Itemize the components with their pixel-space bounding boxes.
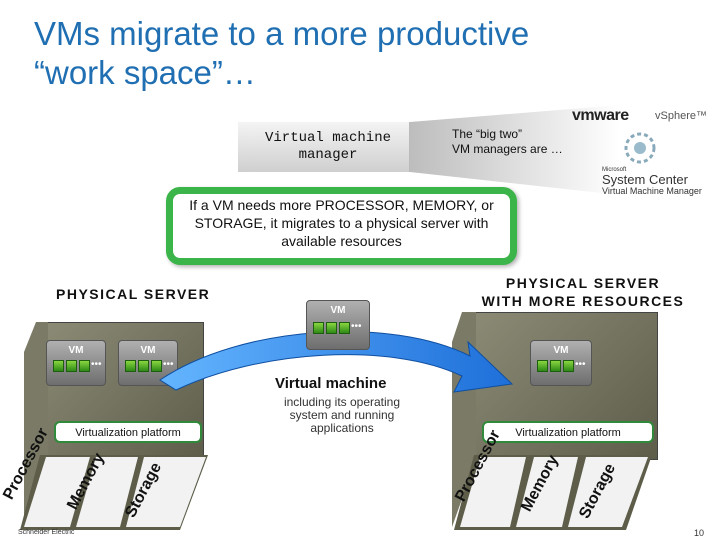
- migration-text: If a VM needs more PROCESSOR, MEMORY, or…: [189, 197, 494, 249]
- title-line-1: VMs migrate to a more productive: [34, 15, 530, 52]
- right-vm: VM •••: [530, 340, 592, 386]
- system-center-logo: Microsoft System Center Virtual Machine …: [602, 165, 708, 196]
- system-center-emblem-icon: [624, 132, 656, 164]
- vmm-label: Virtual Machine Manager: [602, 186, 702, 196]
- left-server-base: [20, 455, 208, 530]
- left-vm-1: VM •••: [46, 340, 106, 386]
- vm-label: VM: [68, 345, 84, 356]
- vm-cells: [125, 359, 165, 373]
- moving-vm-description: including its operating system and runni…: [283, 395, 401, 435]
- left-vm-2: VM •••: [118, 340, 178, 386]
- title-line-2: “work space”…: [34, 54, 256, 91]
- vm-label: VM: [330, 305, 346, 316]
- vm-label: VM: [553, 345, 569, 356]
- gradient-wedge: [410, 105, 620, 195]
- left-virtualization-platform: Virtualization platform: [54, 421, 202, 443]
- page-number: 10: [694, 528, 705, 538]
- vm-manager-box: [238, 122, 410, 172]
- vm-dots-icon: •••: [351, 321, 362, 332]
- vm-manager-label: Virtual machine manager: [264, 130, 392, 163]
- slide-title: VMs migrate to a more productive “work s…: [34, 14, 529, 92]
- vm-cells: [313, 321, 353, 335]
- vm-label: VM: [140, 345, 156, 356]
- big-two-line-2: VM managers are …: [452, 142, 563, 156]
- system-center-label: System Center: [602, 172, 688, 187]
- right-server-base: [454, 455, 652, 530]
- migrating-vm: VM •••: [306, 300, 370, 350]
- moving-vm-title: Virtual machine: [275, 375, 387, 392]
- vm-dots-icon: •••: [575, 359, 586, 370]
- footer-brand: Schneider Electric: [18, 529, 75, 536]
- migration-arrow-icon: [159, 331, 514, 393]
- physical-server-more-line-2: WITH MORE RESOURCES: [481, 293, 685, 309]
- big-two-text: The “big two” VM managers are …: [452, 127, 563, 157]
- vm-cells: [53, 359, 93, 373]
- physical-server-more-line-1: PHYSICAL SERVER: [505, 275, 661, 291]
- vm-dots-icon: •••: [163, 359, 174, 370]
- migration-callout: [166, 187, 517, 265]
- vmware-logo: vmware: [572, 107, 629, 124]
- right-virtualization-platform: Virtualization platform: [482, 421, 654, 443]
- vm-cells: [537, 359, 577, 373]
- microsoft-label: Microsoft: [602, 167, 627, 173]
- left-server-side: [24, 322, 48, 527]
- vm-dots-icon: •••: [91, 359, 102, 370]
- vsphere-logo: vSphere™: [655, 110, 707, 122]
- physical-server-label: PHYSICAL SERVER: [56, 286, 211, 302]
- big-two-line-1: The “big two”: [452, 127, 523, 141]
- physical-server-more-label: PHYSICAL SERVER WITH MORE RESOURCES: [470, 274, 696, 310]
